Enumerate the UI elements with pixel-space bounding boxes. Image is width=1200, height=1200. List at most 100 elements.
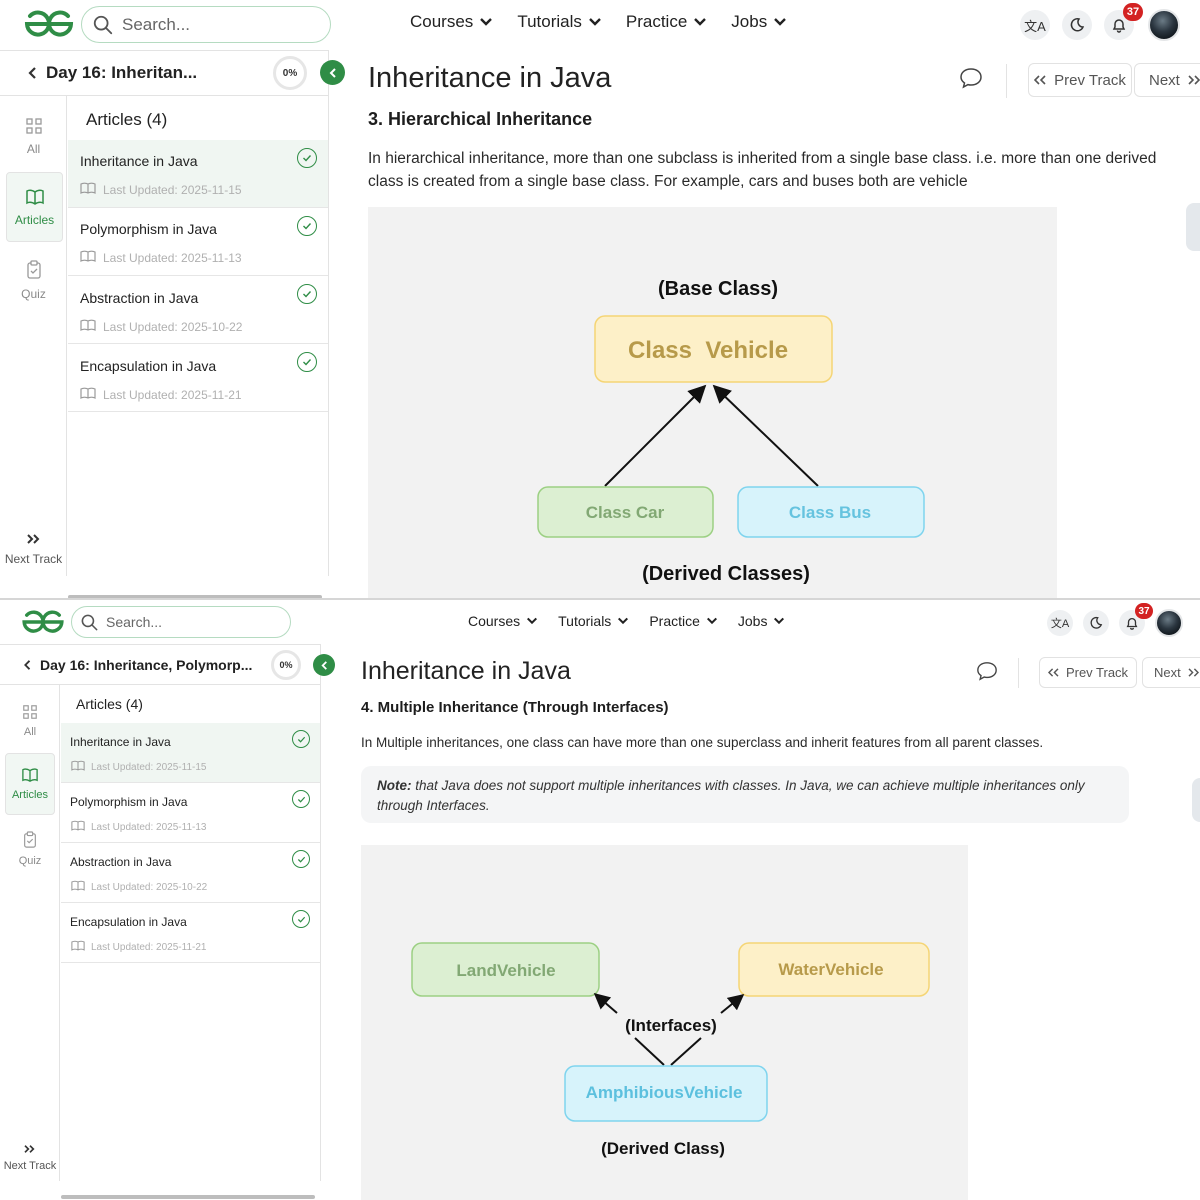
feedback-side-tab[interactable] — [1192, 778, 1200, 822]
next-track-button[interactable]: Next Track — [0, 528, 67, 570]
article-date: Last Updated: 2025-11-15 — [80, 182, 242, 197]
article-date: Last Updated: 2025-11-13 — [71, 820, 206, 834]
nav-courses[interactable]: Courses — [468, 613, 538, 629]
article-date: Last Updated: 2025-10-22 — [71, 880, 207, 894]
list-item[interactable]: Abstraction in Java Last Updated: 2025-1… — [61, 843, 320, 903]
back-chevron-icon[interactable] — [22, 659, 32, 671]
search-icon — [92, 14, 114, 36]
divider — [1006, 64, 1007, 98]
book-outline-icon — [71, 760, 85, 774]
nav-label: Tutorials — [517, 12, 582, 31]
main-nav: Courses Tutorials Practice Jobs — [468, 613, 785, 629]
collapse-sidebar-icon[interactable] — [313, 654, 335, 676]
horizontal-scrollbar[interactable] — [61, 1195, 315, 1199]
collapse-sidebar-icon[interactable] — [320, 60, 345, 85]
prev-track-button[interactable]: Prev Track — [1028, 63, 1132, 97]
rail-item-quiz[interactable]: Quiz — [0, 248, 67, 312]
nav-practice[interactable]: Practice — [649, 613, 718, 629]
chevron-down-icon — [693, 15, 707, 29]
dark-mode-icon[interactable] — [1083, 610, 1109, 636]
nav-tutorials[interactable]: Tutorials — [558, 613, 629, 629]
book-icon — [21, 767, 39, 786]
grid-icon — [22, 704, 38, 723]
arrow-to-watervehicle — [720, 993, 745, 1014]
user-avatar[interactable] — [1155, 609, 1183, 637]
car-box-label: Class Car — [586, 503, 665, 522]
sidebar-rail: All Articles Quiz Next Track — [0, 96, 67, 576]
landvehicle-label: LandVehicle — [456, 961, 555, 980]
search-input[interactable] — [122, 14, 330, 35]
rail-item-articles[interactable]: Articles — [6, 172, 63, 242]
nav-courses[interactable]: Courses — [410, 12, 493, 32]
dark-mode-icon[interactable] — [1062, 10, 1092, 40]
landvehicle-box — [411, 942, 600, 997]
article-date-text: Last Updated: 2025-11-21 — [91, 941, 207, 953]
feedback-side-tab[interactable] — [1186, 203, 1200, 251]
chevron-down-icon — [479, 15, 493, 29]
next-track-button[interactable]: Next Track — [0, 1139, 60, 1177]
list-item[interactable]: Abstraction in Java Last Updated: 2025-1… — [68, 276, 328, 344]
bottom-screenshot-panel: Courses Tutorials Practice Jobs 文A 37 Da… — [0, 600, 1200, 1200]
articles-list: Articles (4) Inheritance in Java Last Up… — [61, 685, 321, 1181]
list-item[interactable]: Inheritance in Java Last Updated: 2025-1… — [68, 140, 328, 208]
progress-indicator: 0% — [271, 650, 301, 680]
prev-track-button[interactable]: Prev Track — [1039, 657, 1137, 688]
rail-item-quiz[interactable]: Quiz — [0, 821, 60, 877]
page-title: Inheritance in Java — [361, 657, 571, 685]
search-bar[interactable] — [81, 6, 331, 43]
section-heading: 4. Multiple Inheritance (Through Interfa… — [361, 699, 669, 716]
horizontal-scrollbar[interactable] — [68, 595, 322, 599]
list-item[interactable]: Inheritance in Java Last Updated: 2025-1… — [61, 723, 320, 783]
search-bar[interactable] — [71, 606, 291, 638]
user-avatar[interactable] — [1148, 9, 1180, 41]
completed-check-icon — [297, 216, 317, 236]
articles-list: Articles (4) Inheritance in Java Last Up… — [68, 96, 329, 576]
nav-tutorials[interactable]: Tutorials — [517, 12, 602, 32]
day-title: Day 16: Inheritance, Polymorp... — [40, 656, 253, 673]
list-item[interactable]: Encapsulation in Java Last Updated: 2025… — [68, 344, 328, 412]
translate-icon[interactable]: 文A — [1020, 10, 1050, 40]
articles-header: Articles (4) — [86, 110, 168, 129]
list-item[interactable]: Polymorphism in Java Last Updated: 2025-… — [68, 208, 328, 276]
back-chevron-icon[interactable] — [26, 66, 38, 80]
nav-practice[interactable]: Practice — [626, 12, 707, 32]
nav-jobs[interactable]: Jobs — [731, 12, 787, 32]
search-input[interactable] — [106, 614, 290, 630]
list-item[interactable]: Encapsulation in Java Last Updated: 2025… — [61, 903, 320, 963]
comment-icon[interactable] — [958, 66, 984, 95]
sidebar-rail: All Articles Quiz Next Track — [0, 685, 60, 1181]
book-outline-icon — [80, 387, 96, 402]
article-title: Abstraction in Java — [80, 290, 199, 306]
hierarchical-inheritance-diagram: (Base Class) Class Vehicle Class Car Cla… — [368, 207, 1057, 599]
article-title: Abstraction in Java — [70, 855, 172, 869]
line-child-left — [634, 1037, 665, 1066]
prev-track-label: Prev Track — [1065, 665, 1129, 680]
article-date-text: Last Updated: 2025-10-22 — [91, 881, 208, 893]
notification-bell-icon[interactable]: 37 — [1119, 603, 1153, 636]
next-button[interactable]: Next — [1142, 657, 1200, 688]
translate-icon[interactable]: 文A — [1047, 610, 1073, 636]
bus-box — [737, 486, 925, 538]
nav-jobs[interactable]: Jobs — [738, 613, 786, 629]
chevron-down-icon — [773, 615, 785, 627]
notification-bell-icon[interactable]: 37 — [1104, 3, 1143, 40]
chevron-down-icon — [706, 615, 718, 627]
rail-label: Quiz — [18, 855, 42, 867]
list-item[interactable]: Polymorphism in Java Last Updated: 2025-… — [61, 783, 320, 843]
articles-header: Articles (4) — [76, 696, 143, 712]
rail-item-all[interactable]: All — [0, 106, 67, 166]
comment-icon[interactable] — [975, 660, 999, 687]
divider — [1018, 658, 1019, 688]
gfg-logo[interactable] — [21, 610, 65, 634]
chevron-down-icon — [526, 615, 538, 627]
note-callout: Note: that Java does not support multipl… — [361, 766, 1129, 823]
header-actions: 文A 37 — [1020, 3, 1180, 41]
next-label: Next — [1149, 71, 1180, 89]
next-button[interactable]: Next — [1134, 63, 1200, 97]
article-title: Inheritance in Java — [80, 153, 198, 169]
rail-item-all[interactable]: All — [0, 695, 60, 747]
arrow-to-landvehicle — [593, 992, 618, 1014]
rail-item-articles[interactable]: Articles — [5, 753, 55, 815]
amphibiousvehicle-label: AmphibiousVehicle — [586, 1083, 743, 1102]
gfg-logo[interactable] — [24, 10, 74, 38]
